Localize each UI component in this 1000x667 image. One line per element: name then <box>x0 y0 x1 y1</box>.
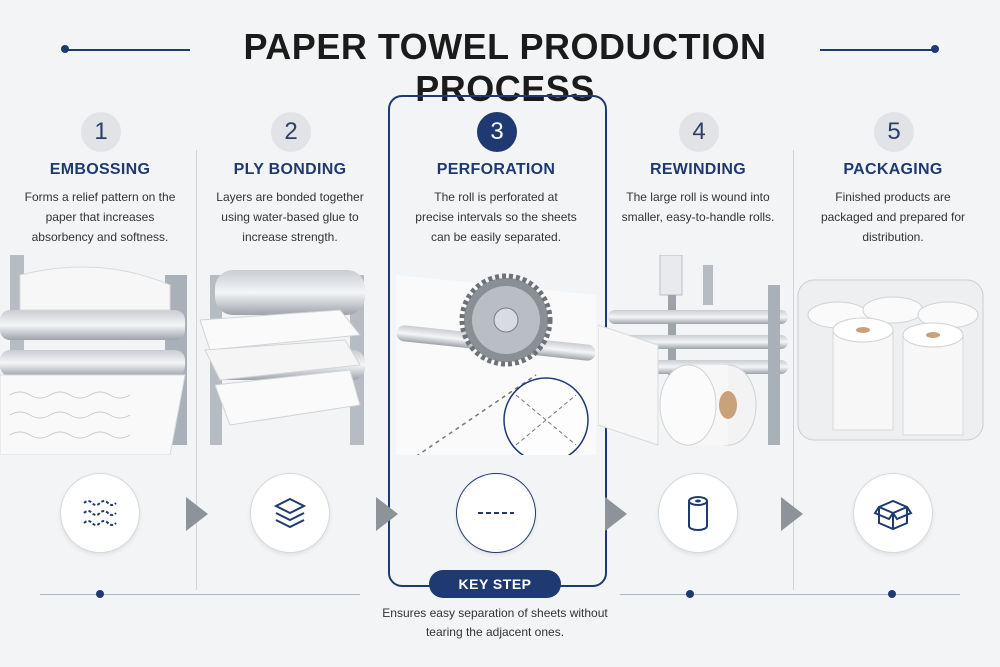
title-row: PAPER TOWEL PRODUCTION PROCESS <box>0 20 1000 109</box>
step-description: The roll is perforated at precise interv… <box>415 190 577 244</box>
page-title: PAPER TOWEL PRODUCTION PROCESS <box>243 26 767 109</box>
embossing-machine-illustration <box>0 255 187 455</box>
box-icon <box>873 499 913 531</box>
step-description: The large roll is wound into smaller, ea… <box>621 190 775 224</box>
step-embossing: 1 EMBOSSING Forms a relief pattern on th… <box>0 95 200 590</box>
step-name: PERFORATION <box>436 161 556 178</box>
title-line-left <box>65 49 190 51</box>
step-rewinding: 4 REWINDING The large roll is wound into… <box>598 95 798 590</box>
step-name: PACKAGING <box>843 161 943 178</box>
step-number: 4 <box>679 112 719 152</box>
layers-icon <box>273 497 307 529</box>
step-description: Layers are bonded together using water-b… <box>216 190 364 244</box>
title-dot-right <box>931 45 939 53</box>
dashed-line-icon <box>478 512 514 514</box>
step-icon-circle <box>60 473 140 553</box>
roll-icon <box>688 496 708 531</box>
step-perforation: 3 PERFORATION The roll is perforated at … <box>396 95 596 590</box>
step-name: EMBOSSING <box>49 161 151 178</box>
step-description: Forms a relief pattern on the paper that… <box>24 190 176 244</box>
bottom-rule-right <box>620 594 960 595</box>
ply-bonding-illustration <box>199 270 365 445</box>
wavy-lines-icon <box>83 500 117 526</box>
title-line-right <box>820 49 935 51</box>
step-icon-circle <box>250 473 330 553</box>
packaging-illustration <box>797 279 984 441</box>
rewinding-illustration <box>598 255 788 446</box>
step-ply-bonding: 2 PLY BONDING Layers are bonded together… <box>190 95 390 590</box>
perforation-illustration <box>396 273 596 455</box>
step-number: 3 <box>477 112 517 152</box>
bottom-dot <box>96 590 104 598</box>
step-separator <box>793 150 794 590</box>
step-number: 2 <box>271 112 311 152</box>
bottom-rule-left <box>40 594 360 595</box>
process-arrow <box>186 497 208 531</box>
process-arrow <box>605 497 627 531</box>
key-step-badge: KEY STEP <box>429 570 561 598</box>
step-name: PLY BONDING <box>233 161 347 178</box>
process-arrow <box>376 497 398 531</box>
step-packaging: 5 PACKAGING Finished products are packag… <box>793 95 993 590</box>
step-separator <box>196 150 197 590</box>
step-icon-circle <box>853 473 933 553</box>
step-name: REWINDING <box>649 161 747 178</box>
step-icon-circle <box>456 473 536 553</box>
step-description: Finished products are packaged and prepa… <box>820 190 966 244</box>
process-arrow <box>781 497 803 531</box>
step-number: 5 <box>874 112 914 152</box>
step-number: 1 <box>81 112 121 152</box>
key-step-note: Ensures easy separation of sheets withou… <box>382 606 608 639</box>
step-icon-circle <box>658 473 738 553</box>
bottom-dot <box>686 590 694 598</box>
bottom-dot <box>888 590 896 598</box>
